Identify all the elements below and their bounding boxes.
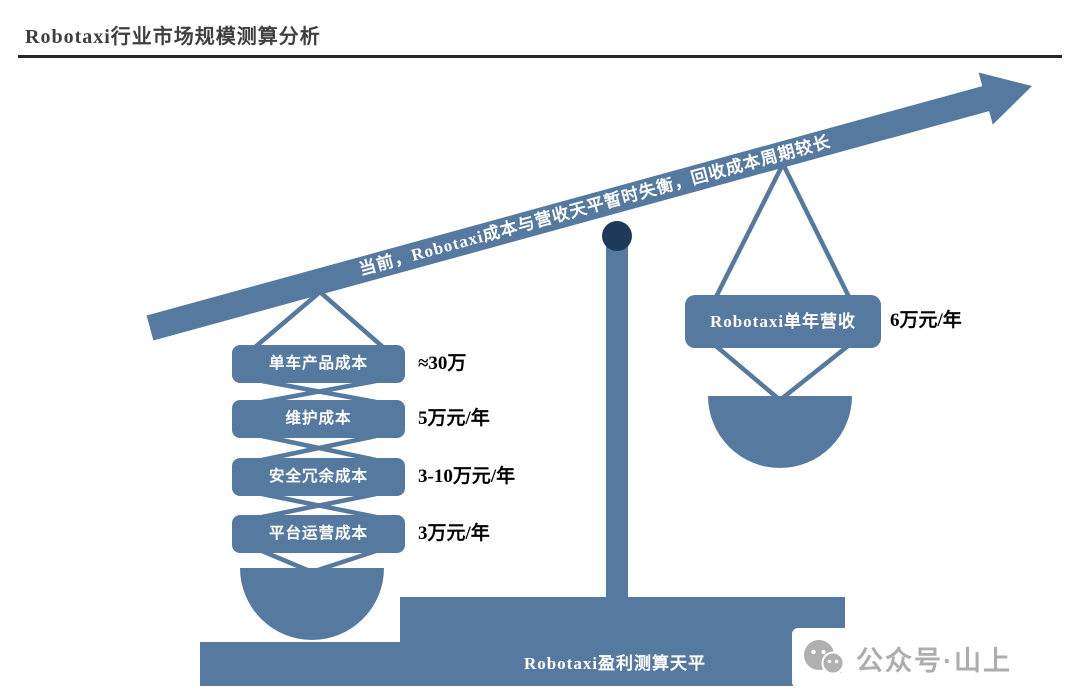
- page-title: Robotaxi行业市场规模测算分析: [25, 26, 321, 48]
- beam-arrow: [146, 72, 1033, 341]
- cost-box-platform-operation: 平台运营成本: [232, 515, 405, 553]
- watermark-text: 公众号·山上: [856, 645, 1012, 676]
- cost-box-vehicle-product: 单车产品成本: [232, 345, 405, 383]
- base-caption: Robotaxi盈利测算天平: [523, 654, 707, 673]
- revenue-box: Robotaxi单年营收: [685, 295, 881, 348]
- value-maintenance: 5万元/年: [418, 408, 490, 429]
- title-divider: [18, 55, 1062, 58]
- left-hanger-strings: [252, 290, 386, 575]
- right-hanger-strings: [713, 162, 852, 402]
- right-pan: [708, 396, 852, 468]
- watermark: 公众号·山上: [792, 628, 1068, 688]
- value-vehicle-product: ≈30万: [418, 353, 467, 374]
- value-safety-redundancy: 3-10万元/年: [418, 466, 516, 487]
- wechat-icon: [804, 640, 845, 675]
- base-upper-block: [400, 597, 845, 642]
- value-annual-revenue: 6万元/年: [890, 310, 962, 331]
- cost-box-safety-redundancy: 安全冗余成本: [232, 458, 405, 496]
- cost-box-maintenance: 维护成本: [232, 400, 405, 438]
- left-pan: [240, 568, 384, 640]
- pivot-joint: [602, 221, 632, 251]
- pillar: [606, 232, 628, 617]
- value-platform-operation: 3万元/年: [418, 523, 490, 544]
